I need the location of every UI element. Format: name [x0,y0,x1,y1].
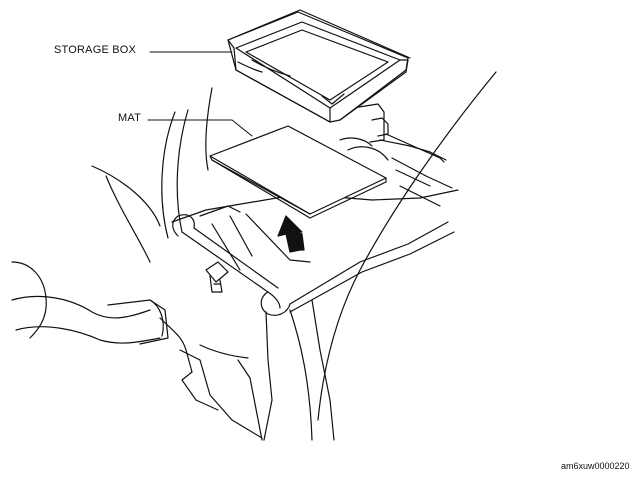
callout-mat: MAT [118,112,142,124]
trim-curve-right [205,71,497,421]
mat [209,125,387,219]
callout-storage-box: STORAGE BOX [54,44,137,56]
storage-box [227,9,411,123]
up-arrow [277,215,305,253]
console-lower-body [159,299,335,441]
figure-code: am6xuw0000220 [561,461,630,471]
leader-lines [147,51,253,137]
console-hinge [339,103,453,207]
console-left-trim [107,109,189,345]
leader-mat [147,119,253,137]
seat-bolster-left [11,165,161,344]
lid-latch [205,261,229,293]
